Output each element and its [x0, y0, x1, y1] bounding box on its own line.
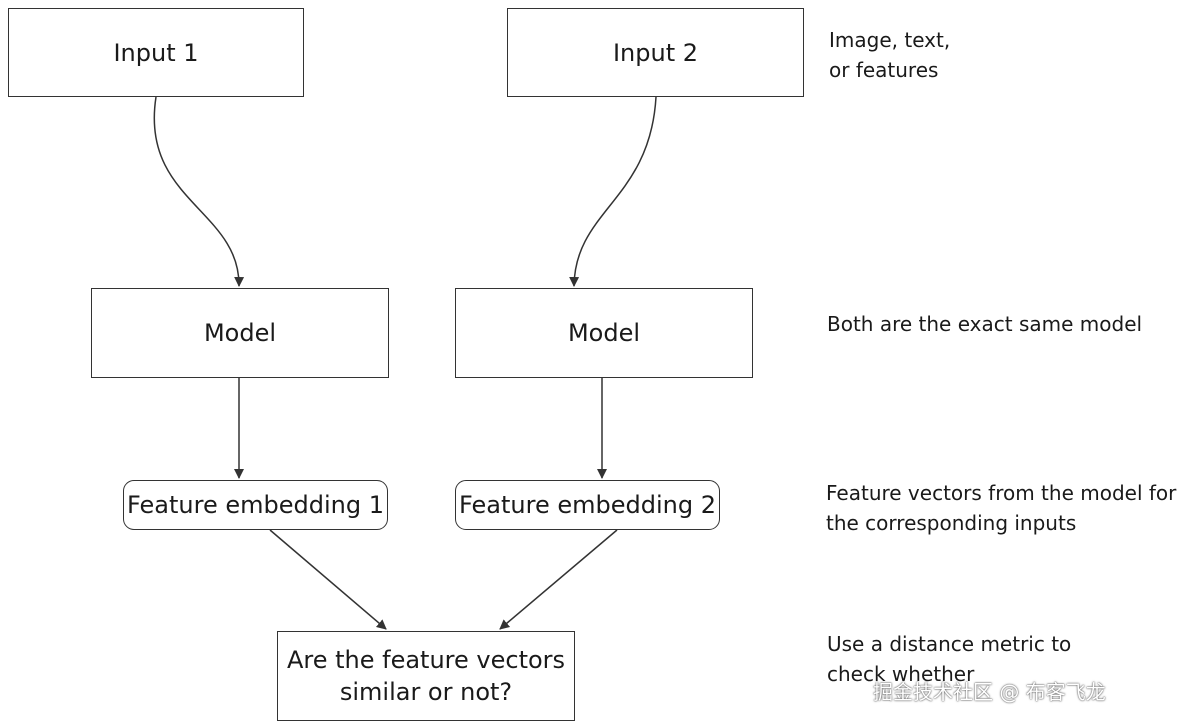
arrow-embedding1-to-compare	[269, 529, 387, 630]
compare-box: Are the feature vectors similar or not?	[277, 631, 575, 721]
compare-label-line1: Are the feature vectors	[286, 646, 566, 674]
input1-label: Input 1	[113, 38, 199, 67]
arrow-input1-to-model1	[153, 96, 245, 287]
embeddings-annotation: Feature vectors from the model for the c…	[826, 478, 1176, 538]
model2-label: Model	[567, 319, 641, 347]
arrow-input2-to-model2	[569, 96, 657, 287]
input2-label: Input 2	[612, 38, 699, 67]
models-annotation: Both are the exact same model	[827, 309, 1142, 339]
watermark-text: 掘金技术社区 @ 布客飞龙	[873, 680, 1106, 704]
embedding2-box: Feature embedding 2	[455, 480, 720, 530]
compare-label-line2: similar or not?	[339, 678, 513, 706]
model1-box: Model	[91, 288, 389, 378]
compare-annotation: Use a distance metric to check whether	[827, 629, 1071, 689]
input2-box: Input 2	[507, 8, 804, 97]
model2-box: Model	[455, 288, 753, 378]
compare-annotation-line2: check whether	[827, 662, 975, 686]
embedding1-box: Feature embedding 1	[123, 480, 388, 530]
arrow-embedding2-to-compare	[499, 529, 618, 630]
inputs-annotation-line2: or features	[829, 58, 939, 82]
inputs-annotation-line1: Image, text,	[829, 28, 951, 52]
model1-label: Model	[203, 319, 277, 347]
embedding2-label: Feature embedding 2	[459, 491, 716, 519]
embeddings-annotation-line1: Feature vectors from the model for	[826, 481, 1177, 505]
compare-annotation-line1: Use a distance metric to	[827, 632, 1072, 656]
models-annotation-text: Both are the exact same model	[827, 312, 1143, 336]
inputs-annotation: Image, text, or features	[829, 25, 950, 85]
embeddings-annotation-line2: the corresponding inputs	[826, 511, 1077, 535]
input1-box: Input 1	[8, 8, 304, 97]
embedding1-label: Feature embedding 1	[127, 491, 384, 519]
